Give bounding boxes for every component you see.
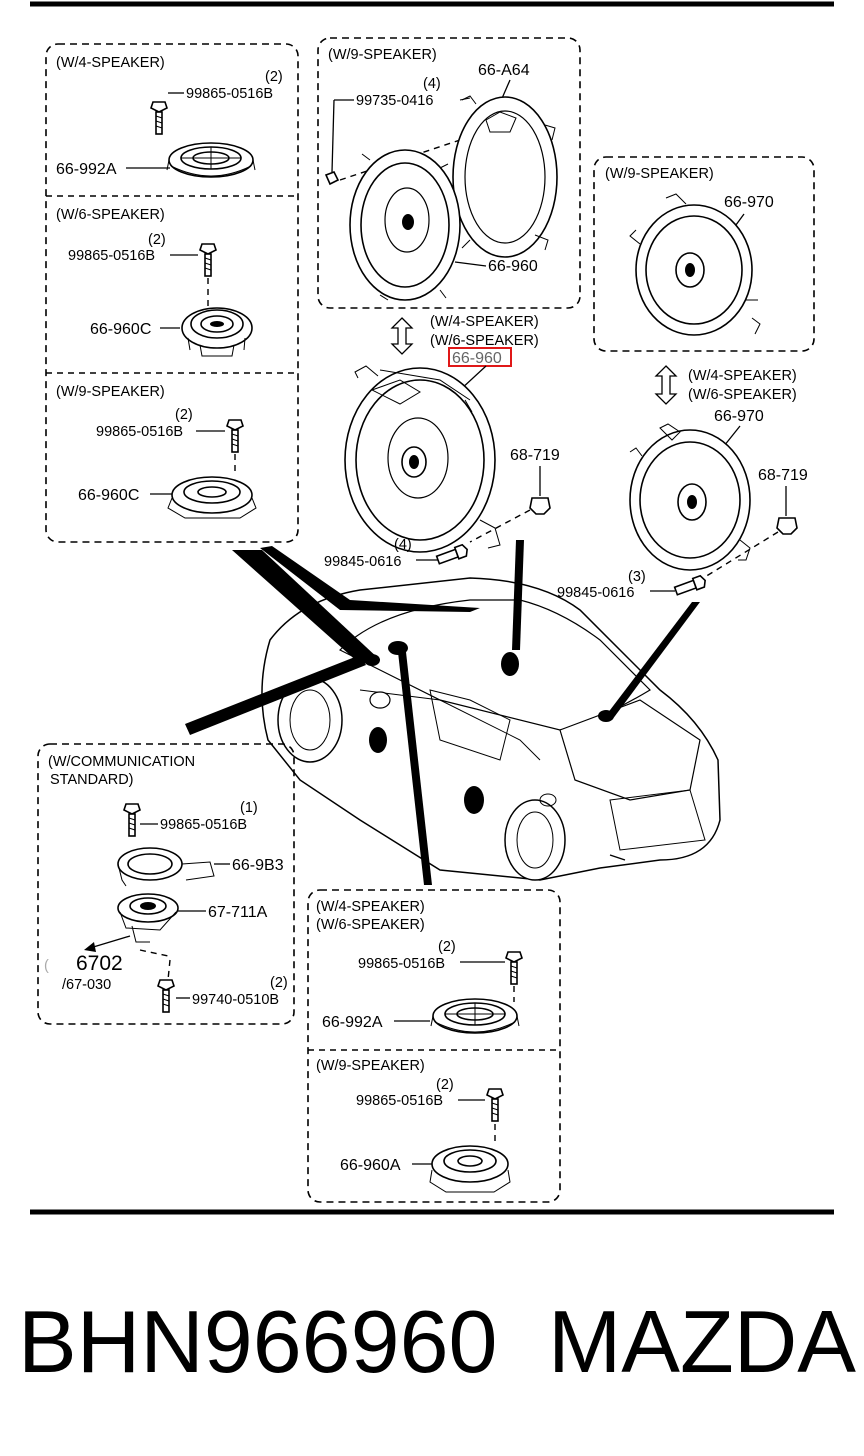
bottom-w9-qty: (2) xyxy=(436,1077,454,1093)
comm-qty-2: (2) xyxy=(270,975,288,991)
bottom-w46-title-1: (W/4-SPEAKER) xyxy=(316,899,425,915)
bottom-w9-title: (W/9-SPEAKER) xyxy=(316,1058,425,1074)
comm-qty-1: (1) xyxy=(240,800,258,816)
left-w6-tweeter xyxy=(181,307,253,357)
rear-bolt-qty: (3) xyxy=(628,569,646,585)
bottom-w46-part-label: 66-992A xyxy=(322,1014,383,1031)
rear-door-w9-panel: (W/9-SPEAKER) 66-970 xyxy=(593,156,815,352)
left-w4-part-label: 66-992A xyxy=(56,161,117,178)
left-panel-frame xyxy=(45,43,299,543)
leader-communication xyxy=(185,655,366,735)
rear-alt-title-1: (W/4-SPEAKER) xyxy=(688,368,797,384)
front-door-w9-panel: (W/9-SPEAKER) 66-A64 (4) 99735-0416 66-9… xyxy=(317,37,581,309)
rear-bolt-label: 99845-0616 xyxy=(557,585,634,601)
left-w6-qty: (2) xyxy=(148,232,166,248)
leader-left-panel xyxy=(232,550,380,664)
left-w9-bolt-label: 99865-0516B xyxy=(96,424,183,440)
left-w6-part-label: 66-960C xyxy=(90,321,151,338)
comm-bracket xyxy=(117,847,215,887)
rear-clip xyxy=(776,517,798,535)
front-clip-label: 68-719 xyxy=(510,447,560,464)
bottom-w9-bolt-label: 99865-0516B xyxy=(356,1093,443,1109)
comm-ref-sub: /67-030 xyxy=(62,977,111,993)
comm-bolt-2-label: 99740-0510B xyxy=(192,992,279,1008)
leader-left-panel-2 xyxy=(260,546,480,612)
leader-rear-speaker xyxy=(604,602,700,720)
front-speaker-bracket xyxy=(452,95,558,258)
left-w6-title: (W/6-SPEAKER) xyxy=(56,207,165,223)
left-w9-title: (W/9-SPEAKER) xyxy=(56,384,165,400)
rear-alt-title-2: (W/6-SPEAKER) xyxy=(688,387,797,403)
comm-title-2: STANDARD) xyxy=(50,772,134,788)
rear-w9-frame xyxy=(593,156,815,352)
front-clip xyxy=(529,497,551,515)
left-w6-bolt-label: 99865-0516B xyxy=(68,248,155,264)
front-w9-speaker xyxy=(349,149,461,301)
comm-ref-main: 6702 xyxy=(76,952,123,975)
bottom-w46-bolt xyxy=(505,951,523,985)
rear-w9-title: (W/9-SPEAKER) xyxy=(605,166,714,182)
comm-bracket-label: 66-9B3 xyxy=(232,857,284,874)
comm-ref-prefix: ( xyxy=(44,958,49,974)
left-w9-qty: (2) xyxy=(175,407,193,423)
rear-speaker-label: 66-970 xyxy=(714,408,764,425)
left-w4-title: (W/4-SPEAKER) xyxy=(56,55,165,71)
left-w4-qty: (2) xyxy=(265,69,283,85)
left-tweeter-panel: (W/4-SPEAKER) (2) 99865-0516B 66-992A (W… xyxy=(45,43,299,543)
front-w9-title: (W/9-SPEAKER) xyxy=(328,47,437,63)
bottom-w9-tweeter xyxy=(429,1145,511,1193)
bottom-w9-bolt xyxy=(486,1088,504,1122)
bottom-w46-title-2: (W/6-SPEAKER) xyxy=(316,917,425,933)
communication-frame xyxy=(37,743,295,1025)
bottom-w46-qty: (2) xyxy=(438,939,456,955)
rear-w9-speaker xyxy=(629,193,761,336)
left-w9-tweeter xyxy=(167,476,257,519)
front-bolt-label: 99845-0616 xyxy=(324,554,401,570)
left-w6-bolt xyxy=(199,243,217,277)
footer: BHN966960 MAZDA xyxy=(0,1290,864,1400)
bottom-tweeter-panel: (W/4-SPEAKER) (W/6-SPEAKER) (2) 99865-05… xyxy=(307,889,561,1203)
bottom-w46-bolt-label: 99865-0516B xyxy=(358,956,445,972)
left-w9-bolt xyxy=(226,419,244,453)
rear-w9-speaker-label: 66-970 xyxy=(724,194,774,211)
left-w4-tweeter xyxy=(166,142,256,178)
front-alt-title-2: (W/6-SPEAKER) xyxy=(430,333,539,349)
comm-bolt-1-label: 99865-0516B xyxy=(160,817,247,833)
front-swap-arrow xyxy=(390,317,414,355)
left-w9-part-label: 66-960C xyxy=(78,487,139,504)
part-number: BHN966960 xyxy=(18,1292,498,1391)
rear-clip-label: 68-719 xyxy=(758,467,808,484)
front-w9-frame xyxy=(317,37,581,309)
car-illustration xyxy=(261,577,721,881)
highlighted-part-label: 66-960 xyxy=(452,350,502,367)
front-w46-speaker xyxy=(344,365,501,553)
front-screw-label: 99735-0416 xyxy=(356,93,433,109)
speaker-parts-diagram: (W/4-SPEAKER) (2) 99865-0516B 66-992A (W… xyxy=(30,1,834,1215)
bottom-w9-part-label: 66-960A xyxy=(340,1157,401,1174)
comm-bolt-1 xyxy=(123,803,141,837)
front-w9-speaker-label: 66-960 xyxy=(488,258,538,275)
rear-w46-speaker xyxy=(629,423,751,571)
comm-mic xyxy=(117,893,179,943)
bottom-panel-frame xyxy=(307,889,561,1203)
front-bracket-label: 66-A64 xyxy=(478,62,530,79)
front-bolt-qty: (4) xyxy=(394,537,412,553)
communication-panel: (W/COMMUNICATION STANDARD) (1) 99865-051… xyxy=(37,743,295,1025)
left-w4-bolt-label: 99865-0516B xyxy=(186,86,273,102)
comm-bolt-2 xyxy=(157,979,175,1013)
left-w4-bolt xyxy=(150,101,168,135)
front-alt-title-1: (W/4-SPEAKER) xyxy=(430,314,539,330)
front-screw-qty: (4) xyxy=(423,76,441,92)
rear-swap-arrow xyxy=(654,365,678,405)
bottom-w46-tweeter xyxy=(430,998,520,1034)
rear-bolt xyxy=(673,573,708,598)
brand-name: MAZDA xyxy=(548,1292,856,1391)
comm-title-1: (W/COMMUNICATION xyxy=(48,754,195,770)
comm-mic-label: 67-711A xyxy=(208,904,268,921)
leader-bottom-panel xyxy=(398,652,432,885)
leader-front-speaker xyxy=(512,540,524,650)
highlight-box xyxy=(448,347,512,367)
